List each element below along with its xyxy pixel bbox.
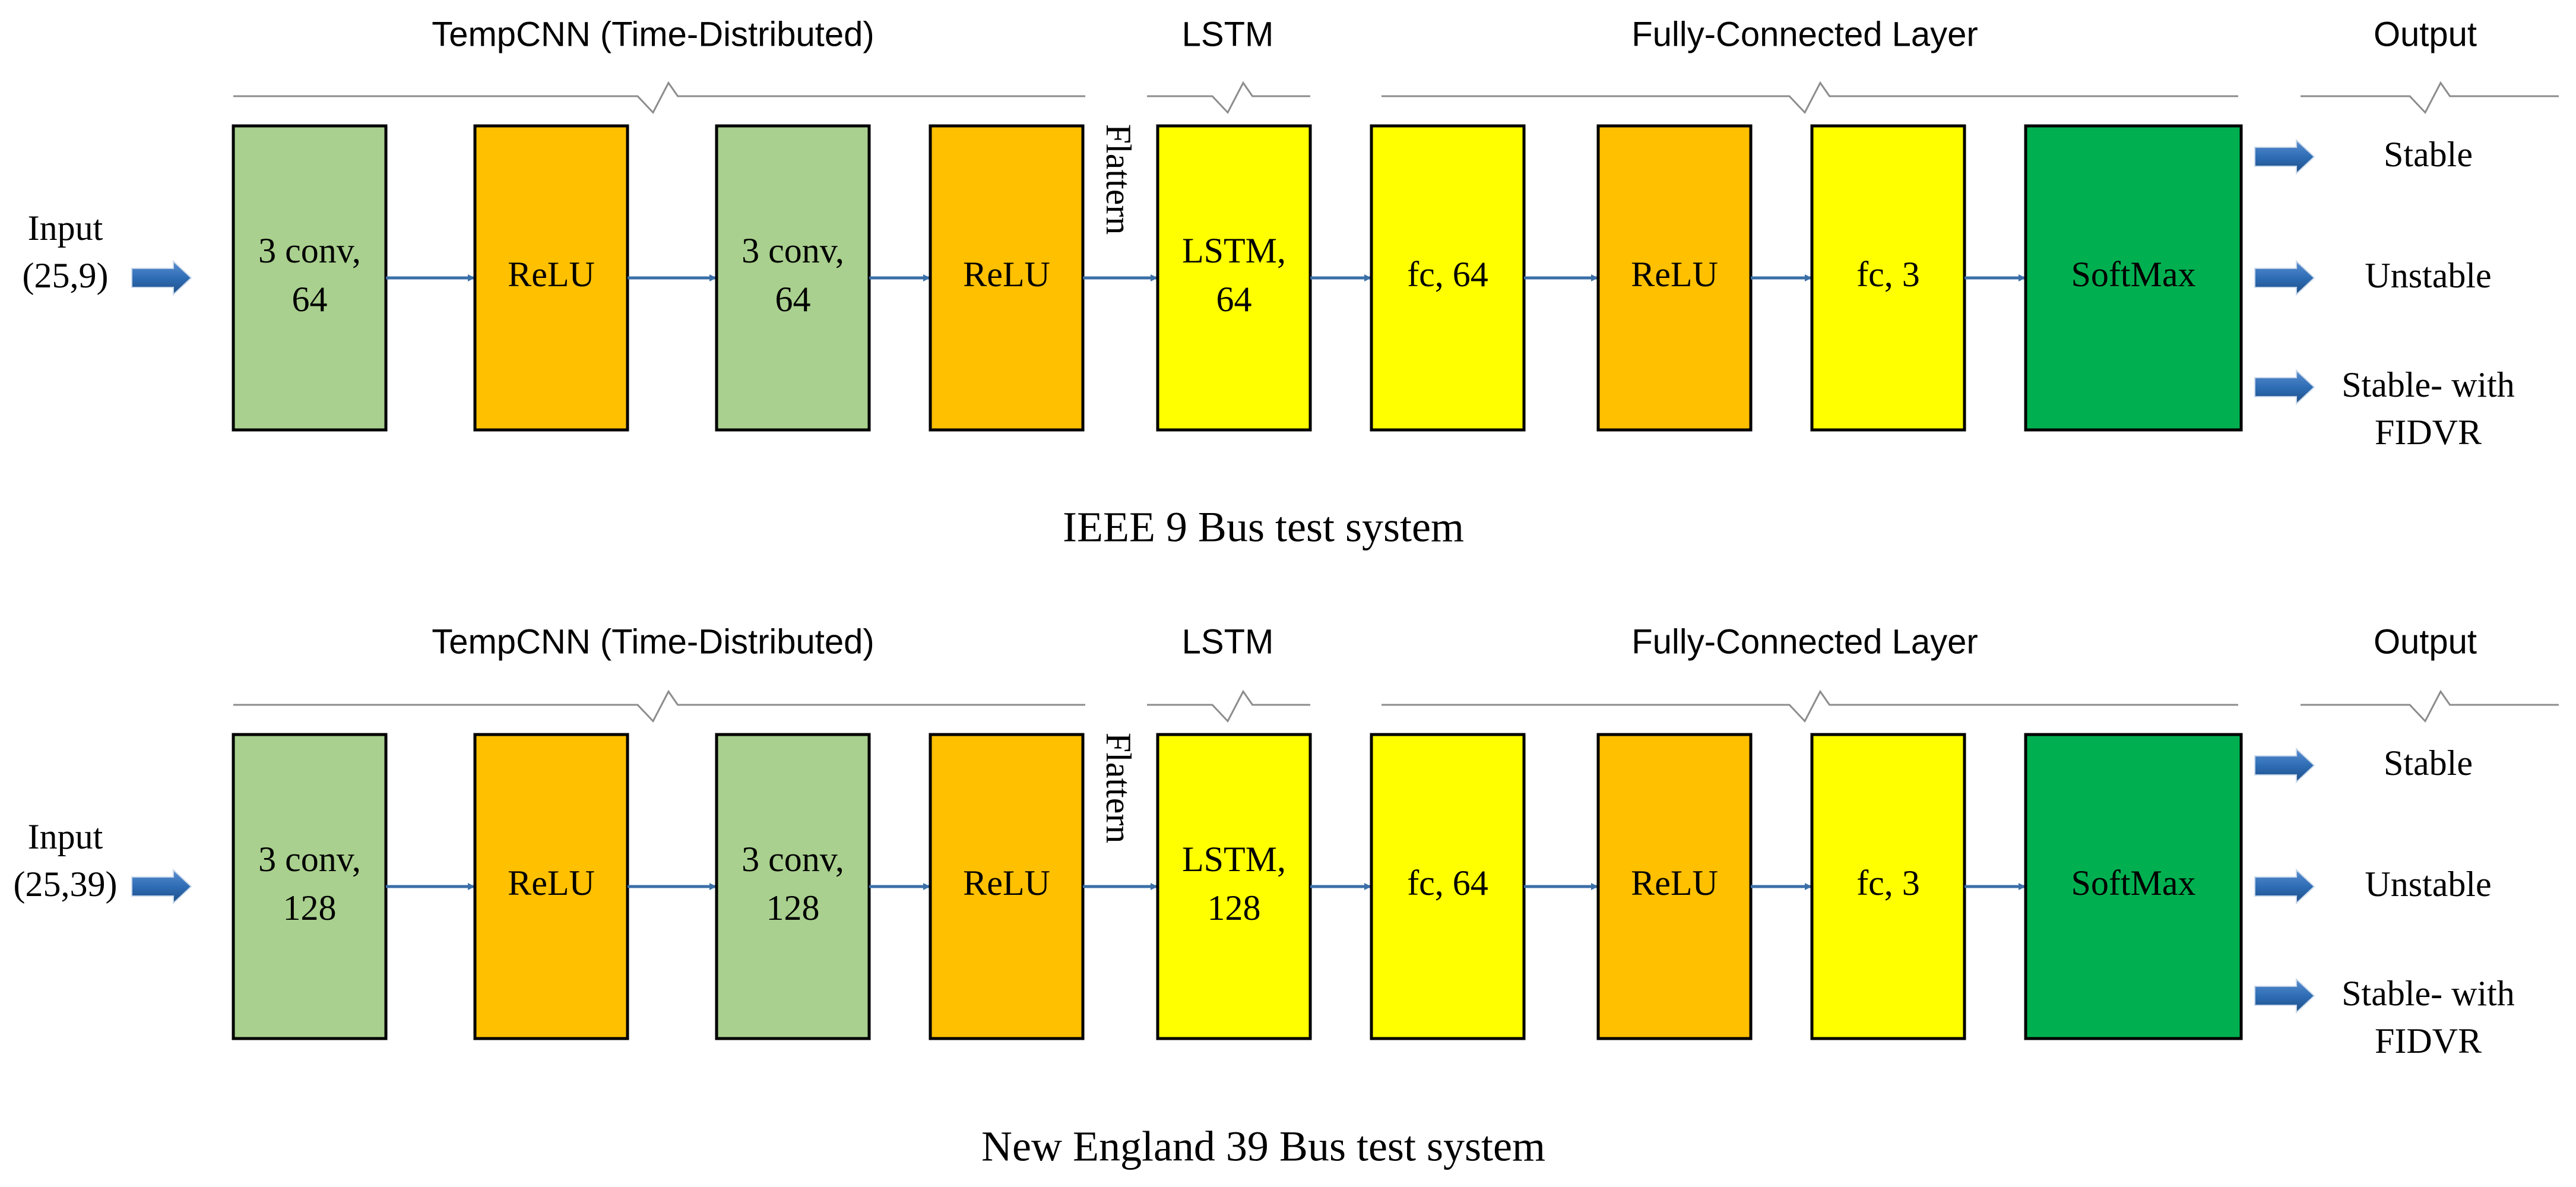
block-fc-6 <box>1370 124 1526 432</box>
block-relu-4 <box>929 124 1085 432</box>
block-label: fc, 64 <box>1407 255 1488 294</box>
block-relu-2 <box>473 733 629 1040</box>
block-lstm-5 <box>1156 733 1312 1040</box>
diagram-2: TempCNN (Time-Distributed) LSTM Fully-Conn… <box>14 622 2559 1170</box>
block-label: SoftMax <box>2071 863 2196 903</box>
block-relu-7 <box>1596 733 1753 1040</box>
output-label: FIDVR <box>2375 1021 2482 1061</box>
diagram-1: TempCNN (Time-Distributed) LSTM Fully-Conn… <box>23 15 2559 551</box>
header-tempcnn: TempCNN (Time-Distributed) <box>432 15 874 53</box>
block-label: ReLU <box>508 255 595 294</box>
bracket-output <box>2301 81 2559 115</box>
block-conv-3 <box>715 124 871 432</box>
block-label: SoftMax <box>2071 255 2196 294</box>
block-label: fc, 64 <box>1407 863 1488 903</box>
output-arrow-icon <box>2254 747 2315 784</box>
block-label: ReLU <box>1631 863 1718 903</box>
output-arrow-icon <box>2254 138 2315 175</box>
block-label: 128 <box>766 888 820 928</box>
block-label: fc, 3 <box>1856 863 1920 903</box>
input-arrow-icon <box>131 259 192 296</box>
header-fc: Fully-Connected Layer <box>1631 622 1978 661</box>
block-label: 64 <box>292 280 328 319</box>
header-lstm: LSTM <box>1182 622 1274 661</box>
output-arrow-icon <box>2254 259 2315 296</box>
flatten-label: Flattern <box>1099 733 1138 844</box>
output-label: Stable <box>2384 135 2473 174</box>
output-arrow-icon <box>2254 977 2315 1014</box>
block-label: LSTM, <box>1182 231 1286 270</box>
header-fc: Fully-Connected Layer <box>1631 15 1978 53</box>
flatten-label: Flattern <box>1099 124 1138 235</box>
input-shape: (25,9) <box>23 256 109 295</box>
output-label: Unstable <box>2365 256 2491 295</box>
caption: New England 39 Bus test system <box>981 1123 1545 1170</box>
block-label: fc, 3 <box>1856 255 1920 294</box>
block-conv-1 <box>232 733 388 1040</box>
block-conv-1 <box>232 124 388 432</box>
block-softmax-9 <box>2024 733 2243 1040</box>
block-label: ReLU <box>963 255 1050 294</box>
output-label: Unstable <box>2365 865 2491 904</box>
bracket-fc <box>1382 81 2238 115</box>
block-label: ReLU <box>508 863 595 903</box>
output-label: FIDVR <box>2375 413 2482 452</box>
block-conv-3 <box>715 733 871 1040</box>
bracket-lstm <box>1147 689 1310 723</box>
header-output: Output <box>2374 15 2477 53</box>
block-label: ReLU <box>1631 255 1718 294</box>
block-label: 64 <box>775 280 811 319</box>
block-fc-8 <box>1810 733 1966 1040</box>
output-arrow-icon <box>2254 868 2315 905</box>
block-fc-8 <box>1810 124 1966 432</box>
input-label: Input <box>28 817 103 856</box>
header-lstm: LSTM <box>1182 15 1274 53</box>
block-label: 128 <box>283 888 337 928</box>
input-label: Input <box>28 208 103 248</box>
input-shape: (25,39) <box>14 865 118 904</box>
block-fc-6 <box>1370 733 1526 1040</box>
header-output: Output <box>2374 622 2477 661</box>
block-label: 128 <box>1208 888 1261 928</box>
block-relu-7 <box>1596 124 1753 432</box>
output-label: Stable <box>2384 743 2473 783</box>
output-label: Stable- with <box>2341 365 2515 404</box>
block-lstm-5 <box>1156 124 1312 432</box>
output-arrow-icon <box>2254 369 2315 406</box>
block-label: 3 conv, <box>742 840 844 879</box>
bracket-fc <box>1382 689 2238 723</box>
block-label: LSTM, <box>1182 840 1286 879</box>
block-label: 3 conv, <box>258 840 361 879</box>
bracket-lstm <box>1147 81 1310 115</box>
bracket-tempcnn <box>233 81 1085 115</box>
caption: IEEE 9 Bus test system <box>1063 504 1464 551</box>
input-arrow-icon <box>131 868 192 905</box>
output-label: Stable- with <box>2341 974 2515 1013</box>
block-label: 3 conv, <box>742 231 844 270</box>
bracket-tempcnn <box>233 689 1085 723</box>
block-label: 3 conv, <box>258 231 361 270</box>
block-softmax-9 <box>2024 124 2243 432</box>
header-tempcnn: TempCNN (Time-Distributed) <box>432 622 874 661</box>
bracket-output <box>2301 689 2559 723</box>
block-label: ReLU <box>963 863 1050 903</box>
block-label: 64 <box>1216 280 1252 319</box>
